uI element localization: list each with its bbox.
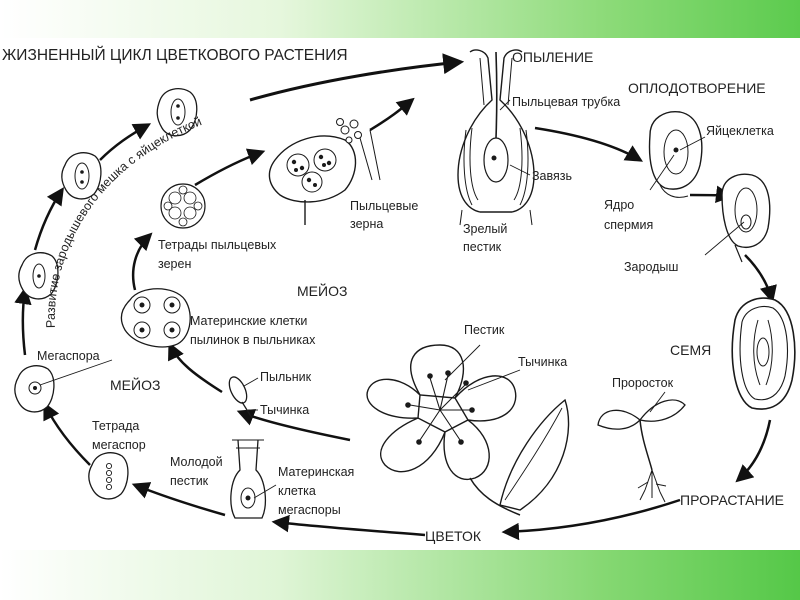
label-megaspore-tetrad-2: мегаспор [92,438,146,452]
megaspore-tetrad-ovule [88,452,129,500]
top-green-band [0,0,800,38]
label-anther: Пыльник [260,370,312,384]
arrow-pollen-to-stigma [369,97,415,132]
ovule-stage-3 [18,252,59,300]
arrow-to-seed [744,254,777,304]
label-young-pistil-1: Молодой [170,455,223,469]
label-sperm-nucleus-1: Ядро [604,198,634,212]
label-pollen-grains-2: зерна [350,217,383,231]
pointer-seedling [649,391,666,413]
young-pistil-illustration [230,439,267,519]
label-megaspore: Мегаспора [37,349,100,363]
label-sperm-nucleus-2: спермия [604,218,653,232]
label-pollen-tetrads-1: Тетрады пыльцевых [158,238,277,252]
label-mature-pistil-2: пестик [463,240,502,254]
label-egg-cell: Яйцеклетка [706,124,774,138]
pointer-megaspore-mother [253,484,277,499]
label-mother-cells-2: пылинок в пыльниках [190,333,316,347]
pointer-megaspore [39,359,113,386]
outer-cycle-arrows [14,53,777,541]
label-ovary: Завязь [532,169,572,183]
label-megaspore-mother-2: клетка [278,484,316,498]
fertilization-ovule-illustration [648,111,703,198]
seed-illustration [731,297,796,410]
diagram-title: ЖИЗНЕННЫЙ ЦИКЛ ЦВЕТКОВОГО РАСТЕНИЯ [2,46,348,64]
label-pollen-tube: Пыльцевая трубка [512,95,620,109]
stage-seed: СЕМЯ [670,342,711,358]
stage-pollination: ОПЫЛЕНИЕ [512,49,593,65]
mother-cells-illustration [120,288,191,348]
arrow-embryo-sac-2 [33,187,64,251]
pointer-anther [243,377,259,387]
pollen-tetrad-illustration [160,183,206,229]
seedling-illustration [597,399,686,503]
label-megaspore-tetrad-1: Тетрада [92,419,139,433]
label-stamen: Тычинка [518,355,567,369]
pointer-sperm-nucleus [649,154,675,191]
arrow-to-megaspore-tetrad [131,482,226,517]
megaspore-ovule [14,365,55,413]
mature-pistil-illustration [457,49,535,226]
arrow-to-pollen-tetrads [131,232,153,291]
flower-illustration [366,344,570,516]
label-mother-cells-1: Материнские клетки [190,314,307,328]
arrow-to-anther-opening [194,148,266,187]
label-megaspore-mother-3: мегаспоры [278,503,341,517]
ovule-stage-2 [61,152,102,200]
arrow-to-flower [501,498,681,541]
label-pistil: Пестик [464,323,505,337]
arrow-to-germination [735,419,772,483]
arrow-to-fertilization [534,126,644,162]
label-young-pistil-2: пестик [170,474,209,488]
pointer-ovary [509,164,531,176]
stamen-anther-illustration [228,376,253,419]
arrow-to-young-pistil [271,514,426,537]
label-megaspore-mother-1: Материнская [278,465,354,479]
arrow-to-megaspore [43,401,91,466]
pointer-lines [39,99,745,499]
arrow-embryo-sac-3 [99,123,152,161]
arrow-flower-to-stamen [236,409,351,442]
label-mature-pistil-1: Зрелый [463,222,507,236]
arrow-embryo-sac-1 [14,286,32,356]
pointer-pistil [444,344,481,381]
stage-germination: ПРОРАСТАНИЕ [680,492,784,508]
inner-cycle-arrows [131,97,415,442]
label-pollen-grains-1: Пыльцевые [350,199,418,213]
arrow-to-pollination [249,53,465,102]
embryo-sac-development-ovules [14,88,198,500]
pointer-stamen [467,369,521,391]
stage-meiosis-lower: МЕЙОЗ [110,376,160,393]
bottom-green-band [0,550,800,600]
label-stamen-small: Тычинка [260,403,309,417]
label-seedling: Проросток [612,376,674,390]
anther-with-pollen-illustration [268,118,381,225]
embryo-ovule-illustration [721,173,771,263]
stage-flower: ЦВЕТОК [425,528,482,544]
pointer-embryo [704,221,745,256]
label-pollen-tetrads-2: зерен [158,257,191,271]
stage-meiosis-upper: МЕЙОЗ [297,282,347,299]
label-embryo: Зародыш [624,260,678,274]
pointer-egg-cell [679,136,706,151]
arrow-stamen-to-mother-cells [168,341,223,394]
stage-fertilization: ОПЛОДОТВОРЕНИЕ [628,80,766,96]
ovule-stage-1 [156,88,198,137]
pointer-pollen-tube [499,99,511,111]
